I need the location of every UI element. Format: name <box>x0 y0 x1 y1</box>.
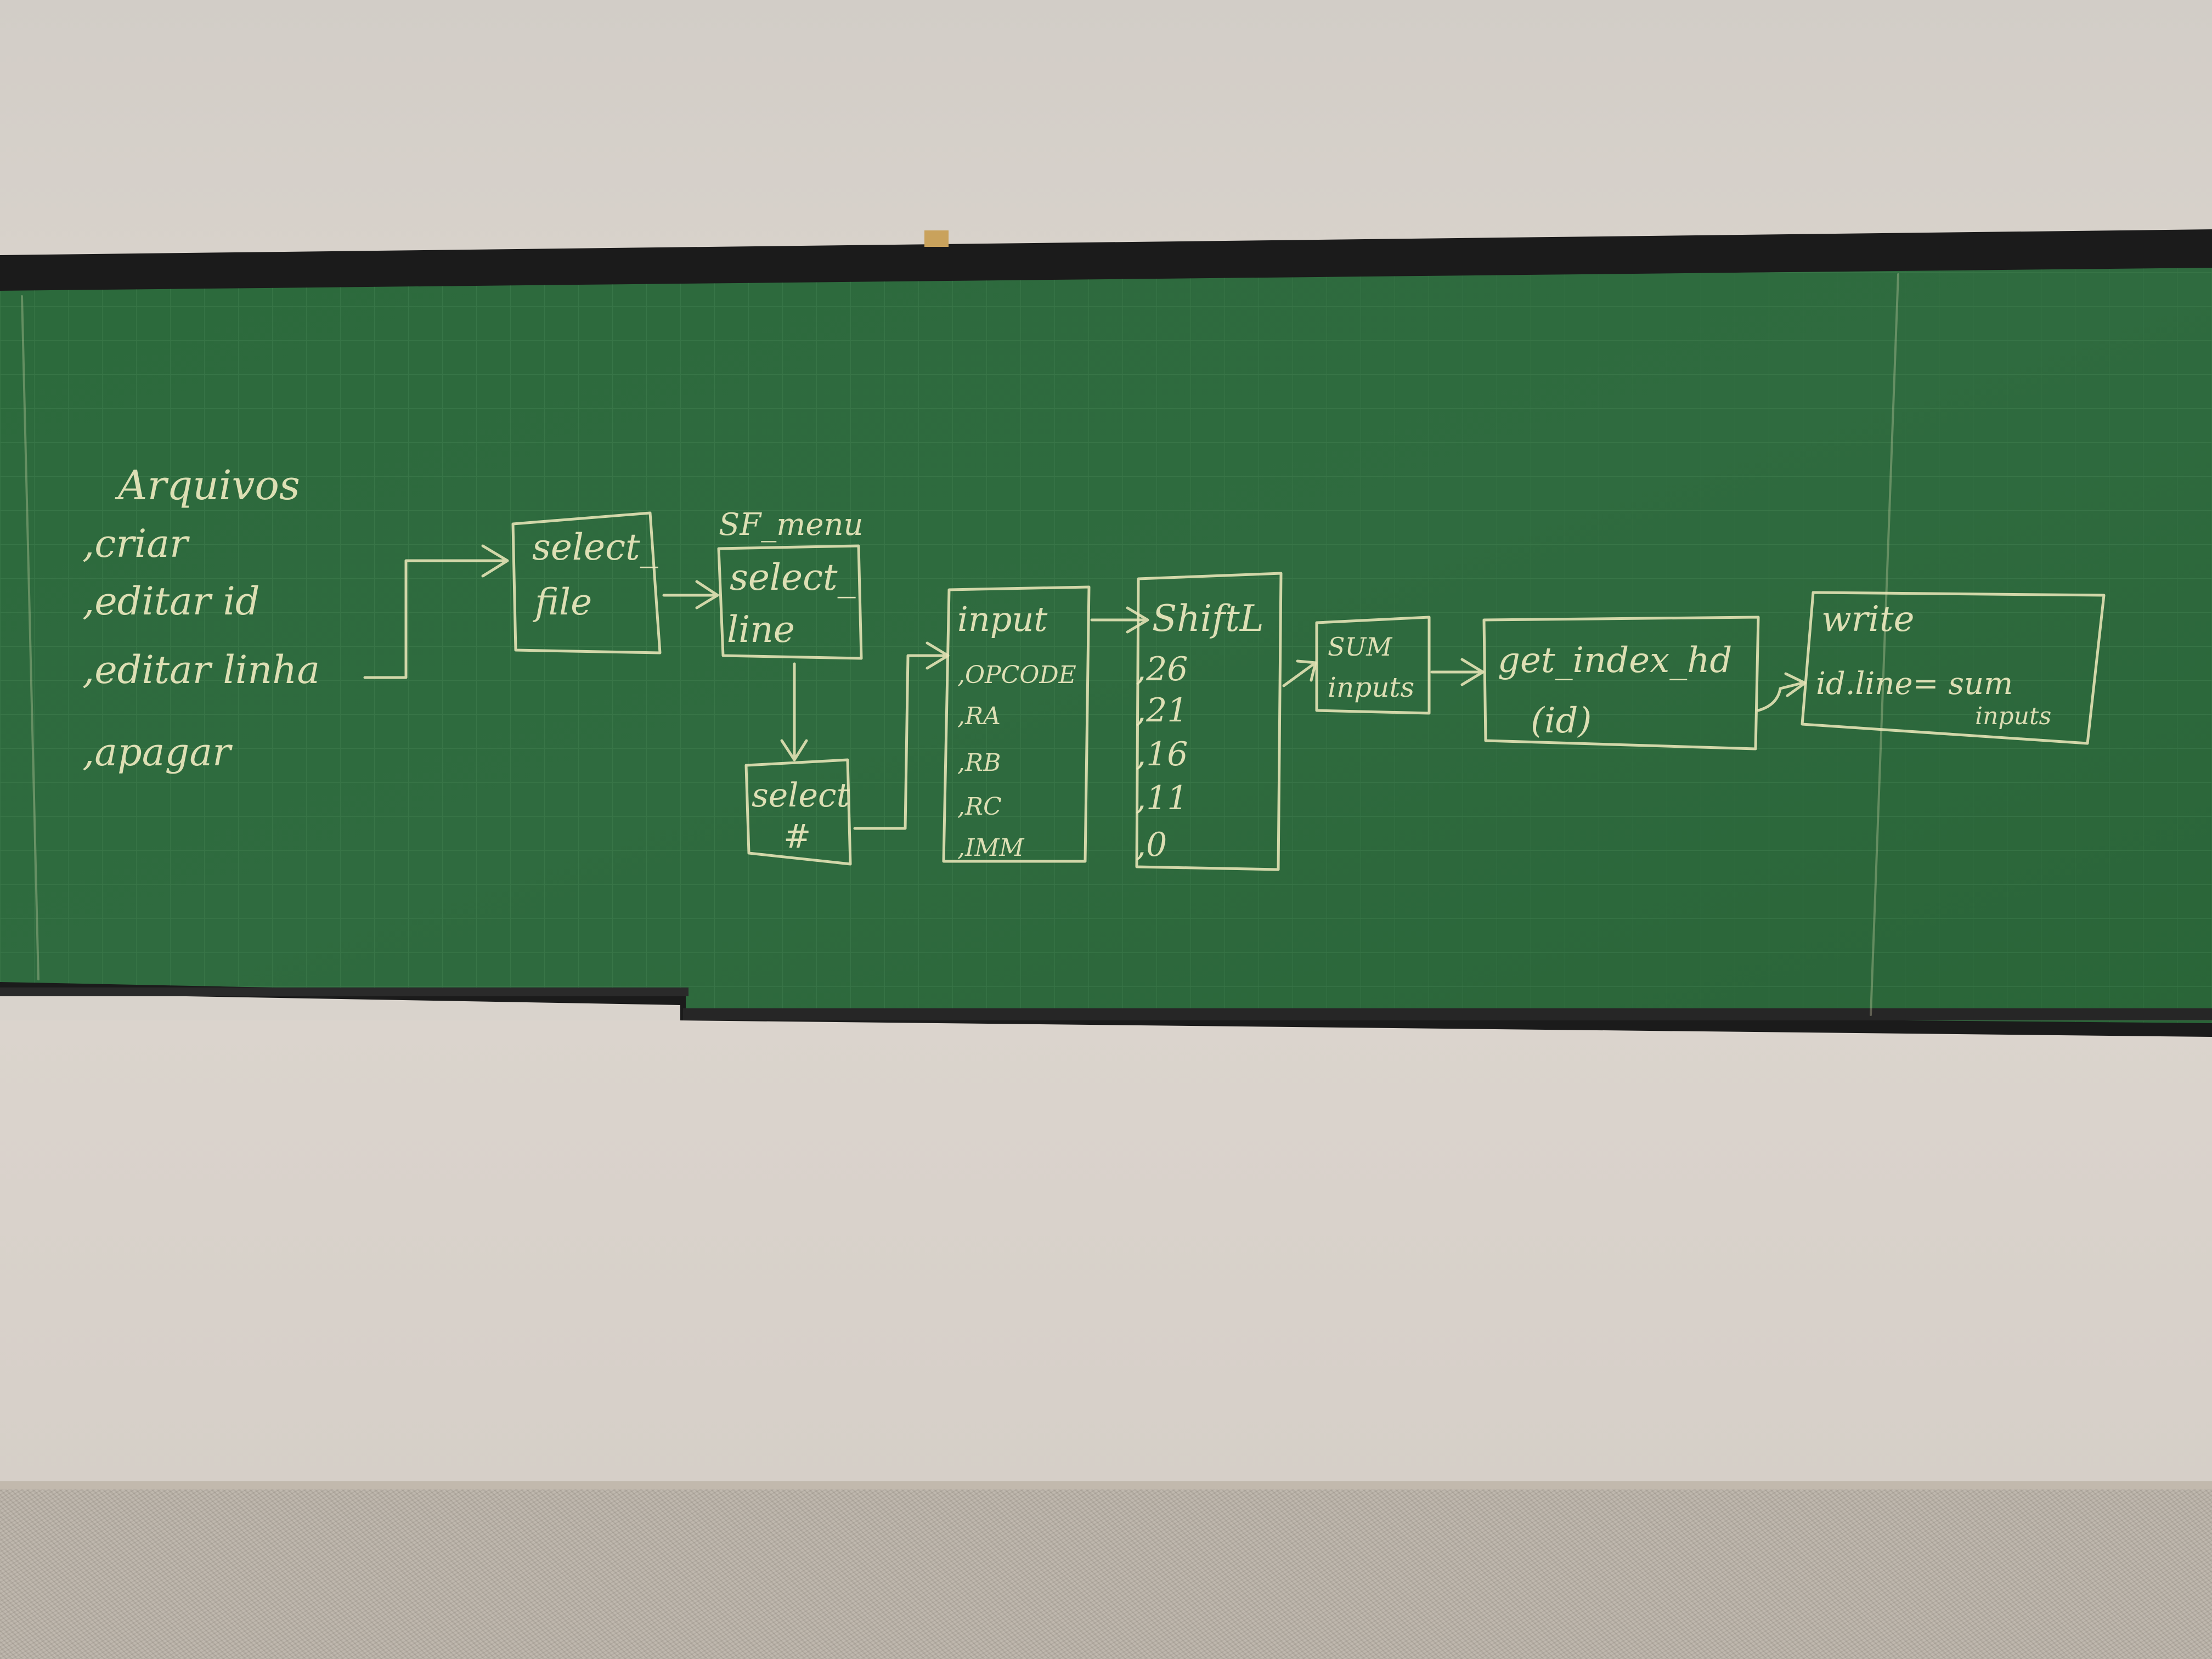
menu-list: Arquivos ,criar ,editar id ,editar linha… <box>82 462 320 775</box>
menu-item-apagar: ,apagar <box>82 730 233 775</box>
write-line1: write <box>1821 599 1914 640</box>
menu-item-editar-linha: ,editar linha <box>82 647 320 692</box>
wall-bottom <box>0 1020 2212 1492</box>
menu-title: Arquivos <box>115 462 300 509</box>
shift-item-16: ,16 <box>1136 735 1188 774</box>
shift-item-26: ,26 <box>1136 650 1188 689</box>
board-grid <box>0 268 2212 1023</box>
menu-item-criar: ,criar <box>82 521 190 566</box>
select-line-box: SF_menu select_ line <box>717 507 864 660</box>
arrow-menu-to-select-file <box>363 544 509 679</box>
sum-line2: inputs <box>1328 672 1414 703</box>
select-file-box: select_ file <box>511 511 662 654</box>
sum-inputs-box: SUM inputs <box>1315 616 1431 715</box>
granite-floor <box>0 1489 2212 1659</box>
input-title: input <box>957 599 1047 639</box>
select-num-line1: select <box>752 776 850 815</box>
shift-item-21: ,21 <box>1136 691 1188 730</box>
select-file-line2: file <box>532 581 592 623</box>
wall-top <box>0 0 2212 263</box>
index-line1: get_index_hd <box>1498 640 1732 681</box>
arrow-line-to-select-num <box>780 662 808 761</box>
select-line-line1: select_ <box>730 556 856 599</box>
sf-menu-label: SF_menu <box>719 507 864 543</box>
sum-line1: SUM <box>1328 632 1393 662</box>
tape-piece <box>924 230 949 247</box>
select-num-box: select # <box>744 758 852 866</box>
write-line2: id.line= sum <box>1816 666 2013 702</box>
arrow-sum-to-index <box>1430 658 1485 686</box>
shift-box: ShiftL ,26 ,21 ,16 ,11 ,0 <box>1135 572 1283 871</box>
write-box: write id.line= sum inputs <box>1801 591 2106 745</box>
input-item-rb: ,RB <box>957 749 1001 777</box>
select-num-line2: # <box>783 817 811 856</box>
margin-line-right <box>1870 273 1899 1016</box>
input-item-rc: ,RC <box>957 793 1002 821</box>
arrow-file-to-line <box>662 580 719 610</box>
index-line2: (id) <box>1531 701 1592 741</box>
shift-item-0: ,0 <box>1136 826 1167 864</box>
shift-title: ShiftL <box>1152 597 1264 640</box>
get-index-box: get_index_hd (id) <box>1482 616 1760 751</box>
input-item-imm: ,IMM <box>957 834 1024 862</box>
margin-line-left <box>21 295 40 980</box>
select-line-line2: line <box>727 608 795 651</box>
input-box: input ,OPCODE ,RA ,RB ,RC ,IMM <box>942 585 1091 863</box>
write-line3: inputs <box>1975 702 2051 730</box>
shift-item-11: ,11 <box>1136 779 1188 817</box>
menu-item-editar-id: ,editar id <box>82 579 260 624</box>
input-item-ra: ,RA <box>957 702 1001 730</box>
left-tray <box>0 988 689 996</box>
input-item-opcode: ,OPCODE <box>957 661 1076 689</box>
select-file-line1: select_ <box>532 526 658 568</box>
chalk-tray <box>683 1008 2212 1020</box>
